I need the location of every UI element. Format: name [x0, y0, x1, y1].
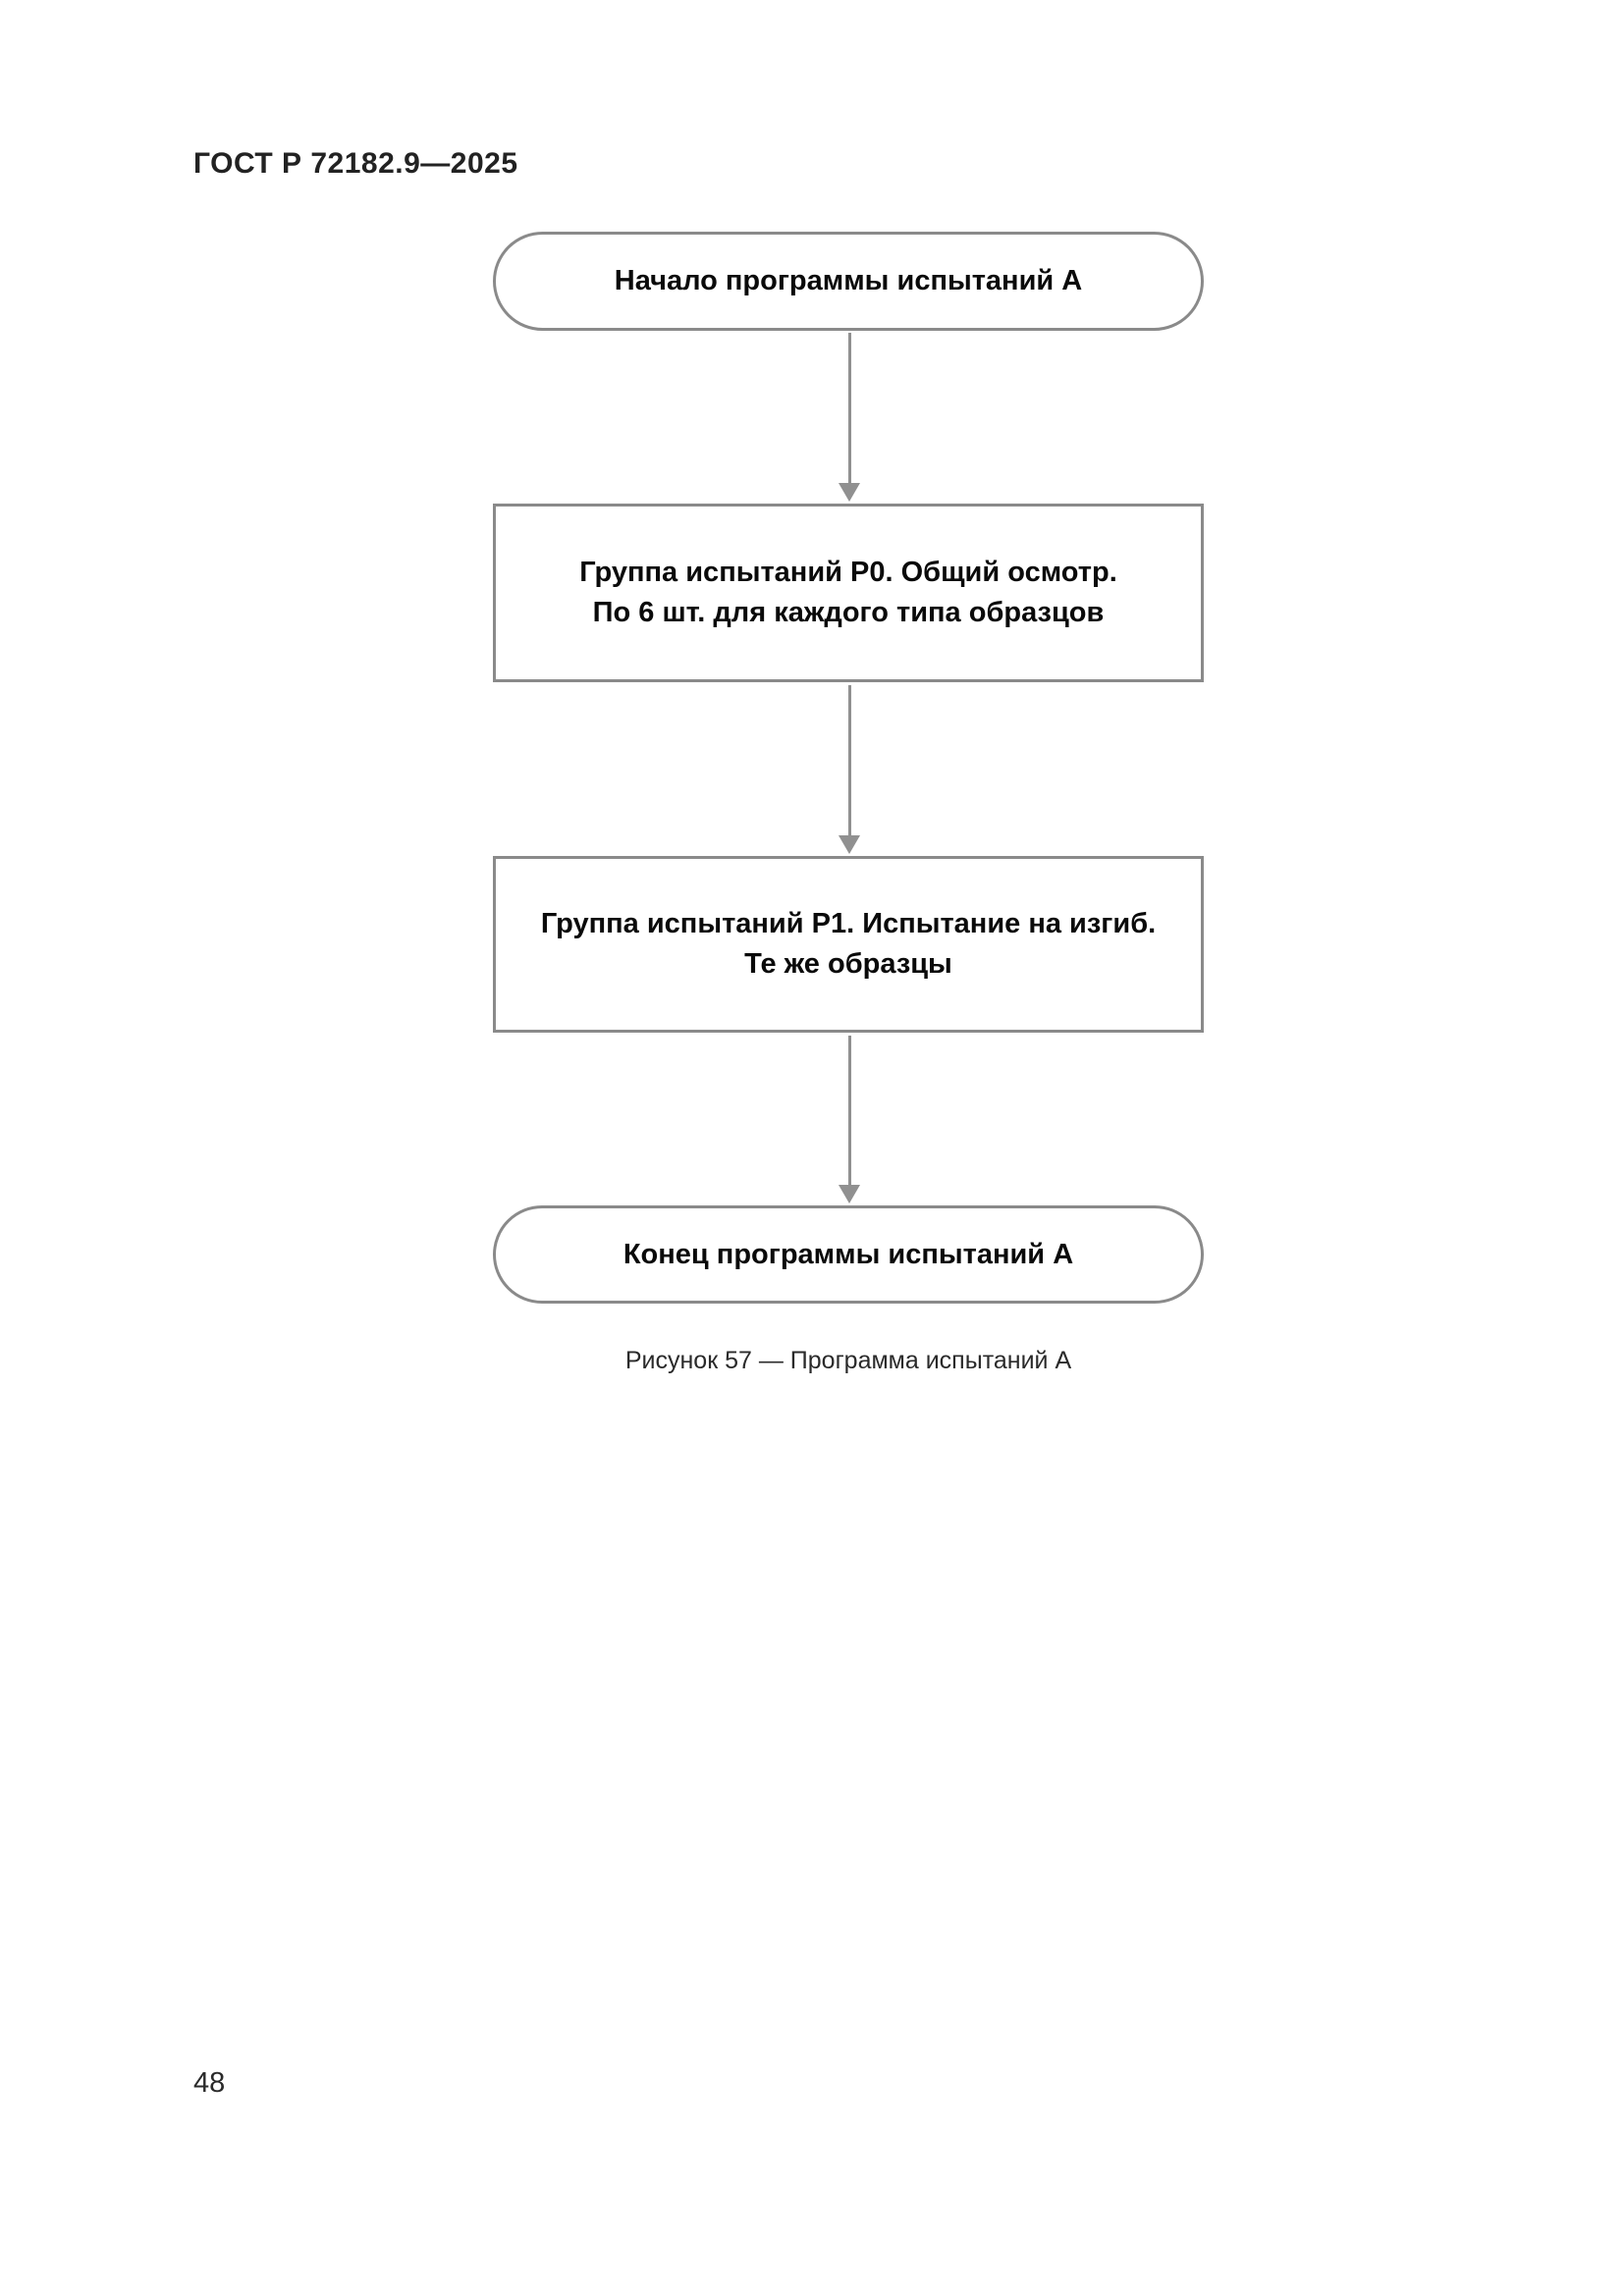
flow-arrow-p0-to-p1 [838, 685, 861, 854]
arrow-head-down-icon [839, 835, 860, 854]
arrow-line [847, 333, 851, 488]
flowchart-node-test-group-p0: Группа испытаний Р0. Общий осмотр. По 6 … [493, 504, 1204, 682]
flowchart-node-start-label: Начало программы испытаний А [614, 265, 1083, 296]
arrow-head-down-icon [839, 483, 860, 502]
flowchart-node-p1-line-2: Те же образцы [744, 948, 952, 980]
arrow-line [847, 1036, 851, 1190]
figure-caption: Рисунок 57 — Программа испытаний А [624, 1347, 1072, 1374]
page-number: 48 [193, 2067, 226, 2099]
document-header-standard-number: ГОСТ Р 72182.9—2025 [193, 147, 518, 180]
flowchart-node-start: Начало программы испытаний А [493, 232, 1204, 331]
flowchart-node-end-label: Конец программы испытаний А [623, 1238, 1074, 1270]
flowchart-node-end: Конец программы испытаний А [493, 1205, 1204, 1304]
flowchart-node-p0-line-2: По 6 шт. для каждого типа образцов [592, 597, 1105, 628]
arrow-head-down-icon [839, 1185, 860, 1203]
flowchart-node-p0-line-1: Группа испытаний Р0. Общий осмотр. [579, 557, 1117, 588]
flow-arrow-start-to-p0 [838, 333, 861, 502]
flow-arrow-p1-to-end [838, 1036, 861, 1203]
flowchart-node-p1-line-1: Группа испытаний Р1. Испытание на изгиб. [540, 908, 1157, 939]
flowchart-node-test-group-p1: Группа испытаний Р1. Испытание на изгиб.… [493, 856, 1204, 1033]
arrow-line [847, 685, 851, 840]
